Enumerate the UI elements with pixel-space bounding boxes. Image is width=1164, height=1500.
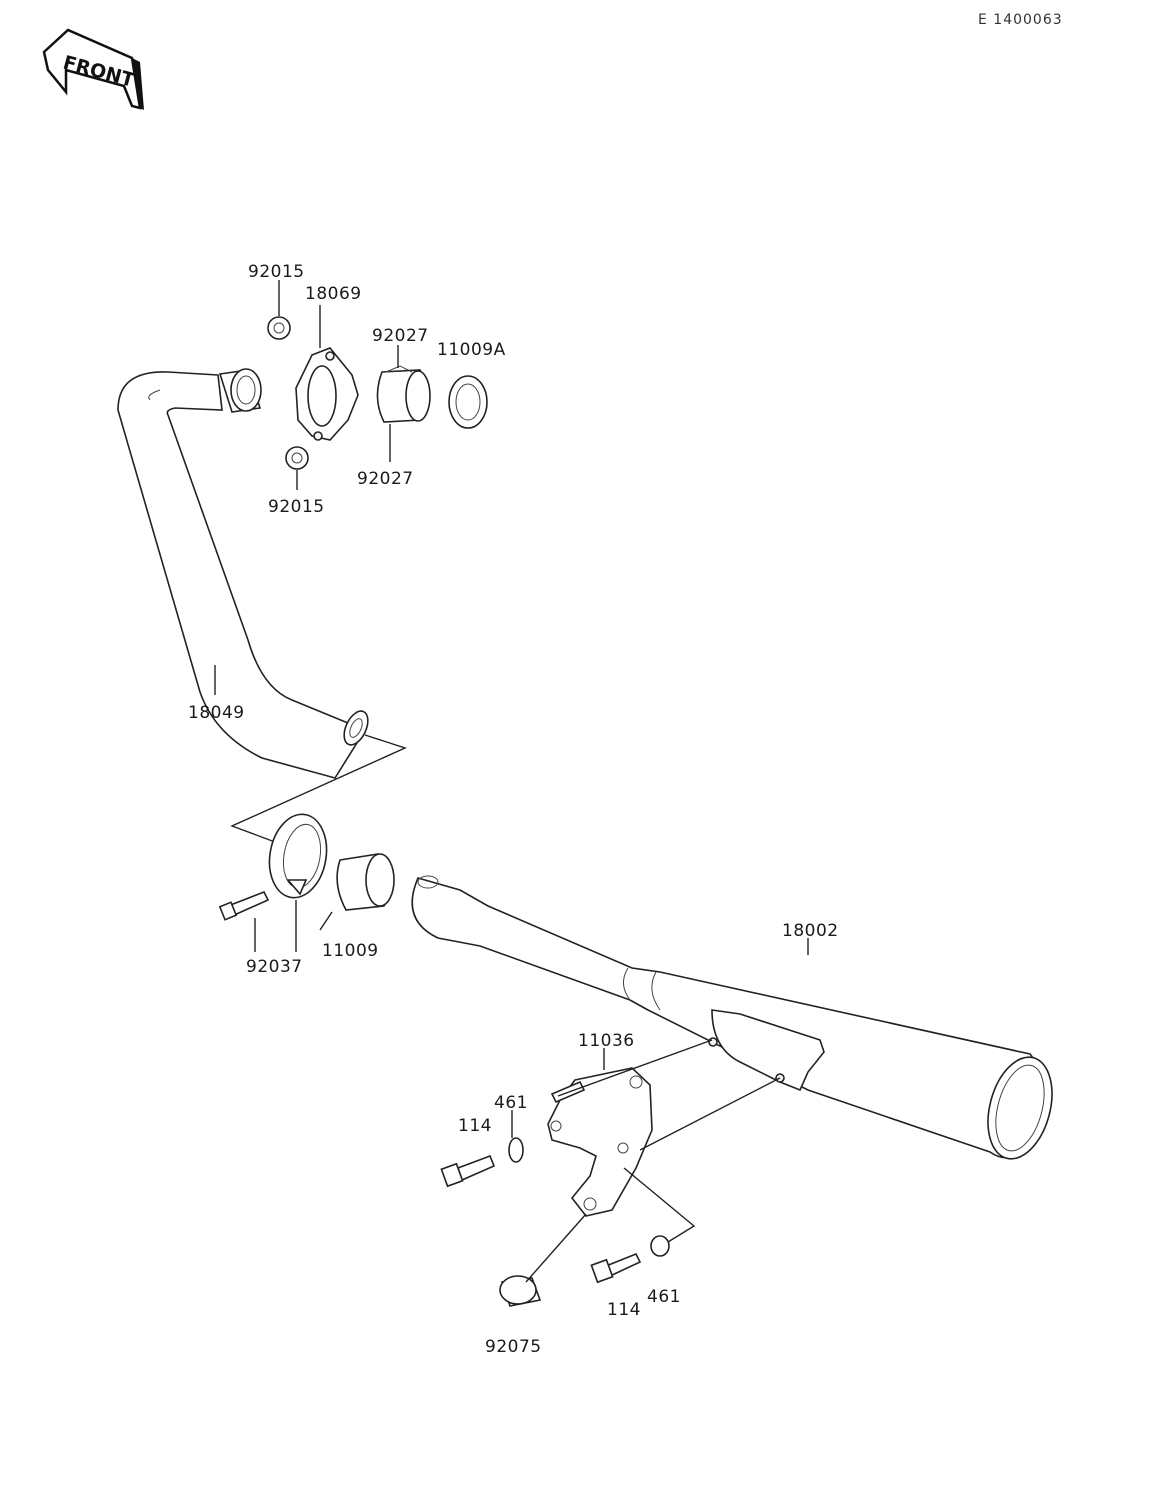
front-direction-arrow-icon: FRONT <box>42 28 144 110</box>
muffler-18002 <box>411 875 1053 1160</box>
label-92037: 92037 <box>246 957 303 977</box>
label-11009a: 11009A <box>437 340 506 360</box>
gasket-11009 <box>336 853 395 911</box>
label-114-top: 114 <box>458 1116 492 1136</box>
label-11009: 11009 <box>322 941 379 961</box>
label-11036: 11036 <box>578 1031 635 1051</box>
flange-18069 <box>295 347 359 441</box>
bolt-114-bottom <box>590 1252 642 1284</box>
label-92027-bottom: 92027 <box>357 469 414 489</box>
label-114-bottom: 114 <box>607 1300 641 1320</box>
exhaust-pipe-18049 <box>117 371 369 779</box>
label-461-bottom: 461 <box>647 1287 681 1307</box>
washer-461-bottom <box>650 1235 670 1257</box>
bolt-114-top <box>440 1154 496 1188</box>
clamp <box>268 813 328 899</box>
reference-code: E 1400063 <box>978 12 1063 28</box>
collar-92027 <box>376 365 431 423</box>
leader-washer-bottom <box>623 1167 696 1243</box>
gasket-ring-11009a <box>448 375 488 429</box>
nut-92015-top <box>267 316 291 340</box>
label-18049: 18049 <box>188 703 245 723</box>
bracket-to-muffler-line-2 <box>639 1077 781 1151</box>
washer-461-top <box>508 1137 524 1163</box>
bracket-11036 <box>547 1067 653 1217</box>
pipe-inlet-sleeve <box>218 368 262 413</box>
bracket-to-muffler-line-1 <box>557 1039 713 1097</box>
bolt-92037 <box>218 890 270 921</box>
label-92015-top: 92015 <box>248 262 305 282</box>
nut-92015-bottom <box>285 446 309 470</box>
continuation-line <box>230 734 407 843</box>
label-18002: 18002 <box>782 921 839 941</box>
label-92075: 92075 <box>485 1337 542 1357</box>
label-461-top: 461 <box>494 1093 528 1113</box>
label-18069: 18069 <box>305 284 362 304</box>
leader-11009 <box>319 911 333 931</box>
label-92027-top: 92027 <box>372 326 429 346</box>
leader-92075 <box>525 1213 587 1283</box>
label-92015-bottom: 92015 <box>268 497 325 517</box>
cap-92075 <box>499 1275 542 1307</box>
